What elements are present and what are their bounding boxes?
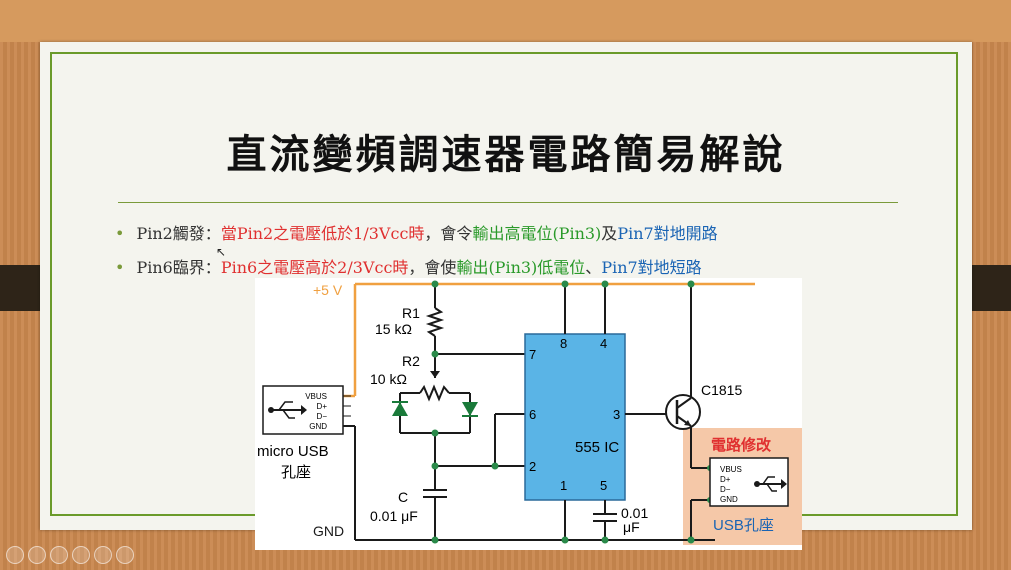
pin-label: 1	[560, 478, 567, 493]
pin-label: 5	[600, 478, 607, 493]
junction-node	[687, 280, 695, 288]
wooden-frame	[0, 0, 1011, 42]
usb2-gnd-label: GND	[720, 495, 738, 504]
junction-node	[491, 462, 499, 470]
usb-gnd-label: GND	[309, 422, 327, 431]
bullet-text-segment: 及	[601, 224, 618, 243]
title-divider	[118, 202, 898, 203]
c2-value-line1: 0.01	[621, 505, 648, 521]
bullet-text-segment: 當Pin2之電壓低於1/3Vcc時	[220, 224, 425, 243]
junction-node	[601, 536, 609, 544]
junction-node	[431, 350, 439, 358]
junction-node	[431, 429, 439, 437]
r2-wiper	[430, 371, 440, 378]
usb-socket-caption: USB孔座	[713, 517, 774, 534]
transistor	[665, 394, 701, 430]
zoom-icon[interactable]	[94, 546, 112, 564]
usb2-dminus-label: D−	[720, 485, 731, 494]
usb-socket	[709, 457, 789, 507]
pin-label: 7	[529, 347, 536, 362]
junction-node	[561, 536, 569, 544]
d2-diode	[462, 402, 478, 416]
pin-label: 8	[560, 336, 567, 351]
c-value: 0.01 μF	[370, 508, 418, 524]
transistor-collector	[676, 397, 692, 409]
junction-node	[687, 536, 695, 544]
usb-dplus-label: D+	[317, 402, 328, 411]
slide-title: 直流變頻調速器電路簡易解說	[226, 131, 786, 178]
more-icon[interactable]	[116, 546, 134, 564]
transistor-label: C1815	[701, 382, 742, 398]
modify-label: 電路修改	[711, 436, 772, 454]
r2-resistor	[419, 384, 450, 402]
pin-label: 2	[529, 459, 536, 474]
bullet-item: •Pin2觸發：當Pin2之電壓低於1/3Vcc時，會令輸出高電位(Pin3)及…	[115, 224, 718, 243]
bullet-text-segment: Pin6臨界：	[136, 258, 221, 277]
d1-diode	[392, 402, 408, 416]
junction-node	[431, 280, 439, 288]
bullet-text-segment: Pin6之電壓高於2/3Vcc時	[220, 258, 409, 277]
next-icon[interactable]	[28, 546, 46, 564]
bullet-text-segment: 輸出(Pin3)低電位	[456, 258, 586, 277]
mouse-cursor-icon: ↖	[216, 245, 227, 259]
gnd-label: GND	[313, 523, 344, 539]
r1-value: 15 kΩ	[375, 321, 412, 337]
usb2-vbus-label: VBUS	[720, 465, 742, 474]
ic-555	[524, 333, 626, 501]
junction-node	[561, 280, 569, 288]
view-icon[interactable]	[72, 546, 90, 564]
r2-name: R2	[402, 353, 420, 369]
pin-label: 4	[600, 336, 607, 351]
bullet-text-segment: ，會使	[408, 258, 457, 277]
r2-value: 10 kΩ	[370, 371, 407, 387]
circuit-diagram: VBUS D+ D− GND VBUS D+ D− GND +5 V GND R…	[255, 278, 802, 550]
prev-icon[interactable]	[6, 546, 24, 564]
r1-resistor	[425, 307, 445, 337]
bullet-text-segment: Pin7對地開路	[617, 224, 718, 243]
junction-node	[431, 462, 439, 470]
bullet-text-segment: Pin7對地短路	[601, 258, 702, 277]
c2-value-line2: μF	[623, 519, 640, 535]
pin-label: 6	[529, 407, 536, 422]
bullet-text-segment: Pin2觸發：	[136, 224, 221, 243]
bullet-item: •Pin6臨界：Pin6之電壓高於2/3Vcc時，會使輸出(Pin3)低電位、P…	[115, 258, 702, 277]
r1-name: R1	[402, 305, 420, 321]
c-name: C	[398, 489, 408, 505]
ic-label: 555 IC	[575, 439, 619, 456]
junction-node	[431, 536, 439, 544]
usb-icon	[754, 476, 787, 492]
bullet-text-segment: ，會令	[424, 224, 473, 243]
usb-icon	[268, 401, 307, 419]
usb-dminus-label: D−	[317, 412, 328, 421]
pin-label: 3	[613, 407, 620, 422]
micro-usb-caption: micro USB	[257, 443, 329, 460]
pen-icon[interactable]	[50, 546, 68, 564]
emitter-arrow	[684, 420, 691, 426]
bullet-text-segment: 、	[585, 258, 602, 277]
micro-usb-caption: 孔座	[281, 464, 311, 481]
usb2-dplus-label: D+	[720, 475, 731, 484]
usb-vbus-label: VBUS	[305, 392, 327, 401]
bullet-text-segment: 輸出高電位(Pin3)	[472, 224, 602, 243]
supply-label: +5 V	[313, 282, 343, 298]
junction-node	[601, 280, 609, 288]
